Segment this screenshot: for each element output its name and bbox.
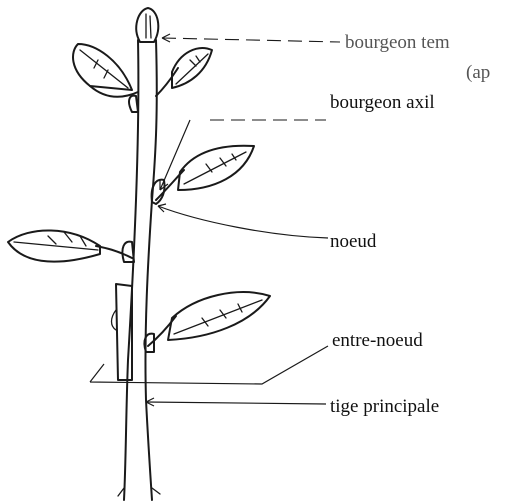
leaf-top-right	[156, 48, 212, 96]
leaf-large-left	[8, 230, 132, 261]
label-terminal-bud-note: (ap	[466, 62, 490, 83]
leader-internode	[90, 346, 328, 384]
leader-main-stem	[146, 402, 326, 404]
label-main-stem: tige principale	[330, 396, 439, 417]
label-node: noeud	[330, 231, 377, 252]
leader-terminal-bud	[162, 38, 340, 42]
main-stem	[118, 40, 160, 500]
axillary-bud-upper	[129, 96, 138, 112]
terminal-bud	[136, 8, 158, 42]
label-terminal-bud: bourgeon tem	[345, 32, 450, 53]
leaf-lower-right	[148, 292, 270, 346]
labels: bourgeon tem (ap bourgeon axil noeud ent…	[330, 32, 490, 417]
leaf-top-left	[73, 44, 138, 97]
leader-node	[158, 206, 328, 238]
plant-drawing	[8, 8, 270, 500]
label-axillary-bud: bourgeon axil	[330, 92, 435, 113]
label-internode: entre-noeud	[332, 330, 423, 351]
leaf-middle-right	[156, 146, 254, 200]
